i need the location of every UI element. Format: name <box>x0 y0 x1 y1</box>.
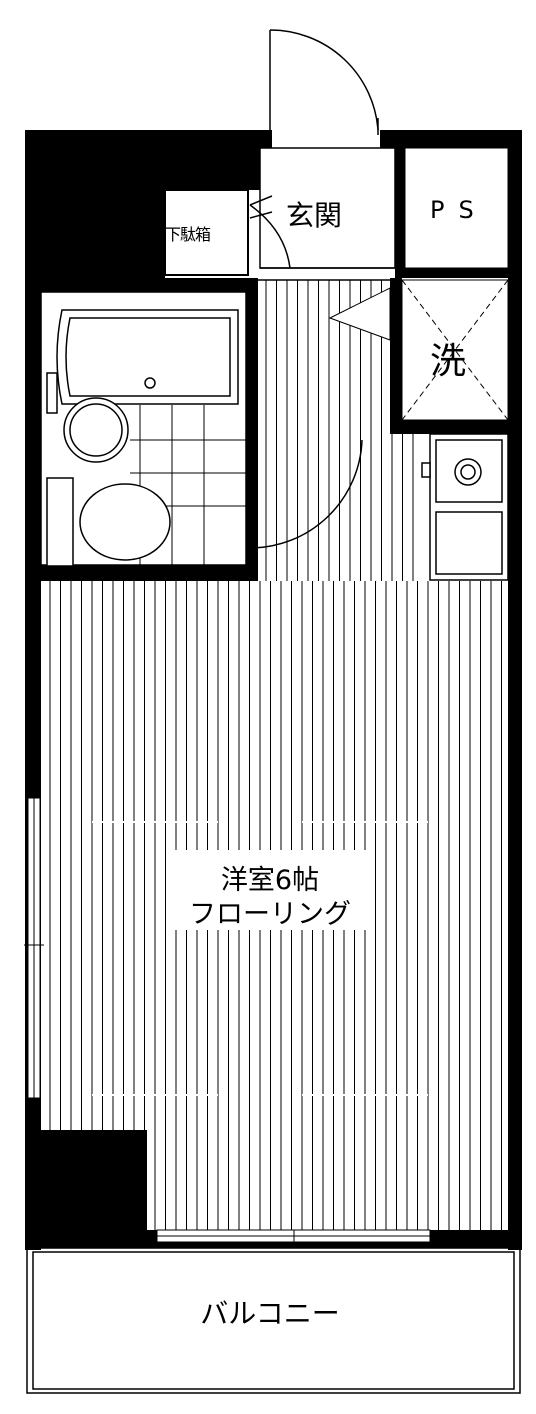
bathroom <box>40 291 363 567</box>
entrance-label: 玄関 <box>286 199 343 232</box>
pipe-space-label: PS <box>430 196 488 224</box>
balcony-window <box>156 1229 431 1245</box>
washer-area <box>328 279 509 421</box>
washer-label: 洗 <box>430 341 467 382</box>
room-name-label: 洋室6帖 <box>220 865 320 896</box>
wall-right <box>508 130 522 1250</box>
balcony-label: バルコニー <box>200 1297 340 1330</box>
wall-left <box>25 290 41 1250</box>
wall-top-left-block <box>25 130 165 290</box>
shoe-box <box>164 189 249 276</box>
floor-type-label: フローリング <box>189 899 351 930</box>
pipe-space-box <box>404 147 509 269</box>
entrance-door <box>269 29 379 135</box>
shoe-box-label: 下駄箱 <box>165 225 211 244</box>
left-window <box>24 797 44 1099</box>
kitchen <box>421 433 509 581</box>
room-label-backdrop <box>170 850 370 930</box>
balcony-outline <box>26 1247 521 1394</box>
wall-bottom-left-block <box>25 1130 147 1248</box>
entrance-area <box>249 147 396 281</box>
